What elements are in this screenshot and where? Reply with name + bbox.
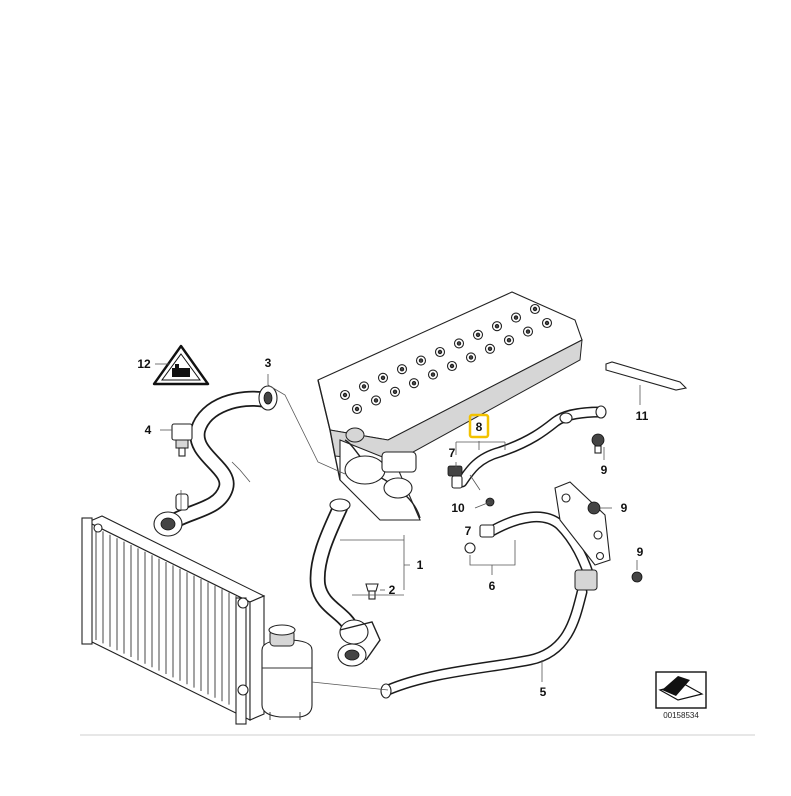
leader-lines <box>155 363 641 691</box>
view-direction-icon <box>655 671 707 709</box>
cable-tie-11 <box>605 361 688 391</box>
seal-7-upper <box>447 465 463 489</box>
hose-1 <box>309 498 381 667</box>
hose-6 <box>479 511 598 591</box>
expansion-tank <box>261 624 313 720</box>
callout-11[interactable]: 11 <box>636 409 649 423</box>
callout-7-lower[interactable]: 7 <box>465 524 472 538</box>
callout-9-upper[interactable]: 9 <box>601 463 608 477</box>
callout-8[interactable]: 8 <box>476 420 483 434</box>
callout-12[interactable]: 12 <box>137 357 151 371</box>
screw-9-middle <box>587 501 601 515</box>
callout-1[interactable]: 1 <box>417 558 424 572</box>
screw-9-upper <box>591 433 605 454</box>
seal-7-lower <box>464 542 476 554</box>
callout-10[interactable]: 10 <box>451 501 465 515</box>
callout-4[interactable]: 4 <box>145 423 152 437</box>
callout-9-lower[interactable]: 9 <box>637 545 644 559</box>
hose-3 <box>168 385 278 528</box>
callout-6[interactable]: 6 <box>489 579 496 593</box>
radiator <box>81 515 266 725</box>
screw-2 <box>365 583 379 600</box>
document-id: 00158534 <box>663 711 699 720</box>
callout-5[interactable]: 5 <box>540 685 547 699</box>
cylinder-head <box>317 291 583 521</box>
hose-bracket <box>554 481 611 566</box>
hose-8 <box>456 405 607 488</box>
callout-2[interactable]: 2 <box>389 583 396 597</box>
highlight-box-8 <box>468 413 490 439</box>
warning-label-12 <box>152 344 210 386</box>
hose-5 <box>380 586 588 699</box>
callout-9-middle[interactable]: 9 <box>621 501 628 515</box>
callout-7-upper[interactable]: 7 <box>449 446 456 460</box>
screw-9-lower <box>631 571 643 583</box>
thermostat-housing <box>153 493 189 537</box>
callout-3[interactable]: 3 <box>265 356 272 370</box>
temperature-sensor-4 <box>171 423 193 457</box>
